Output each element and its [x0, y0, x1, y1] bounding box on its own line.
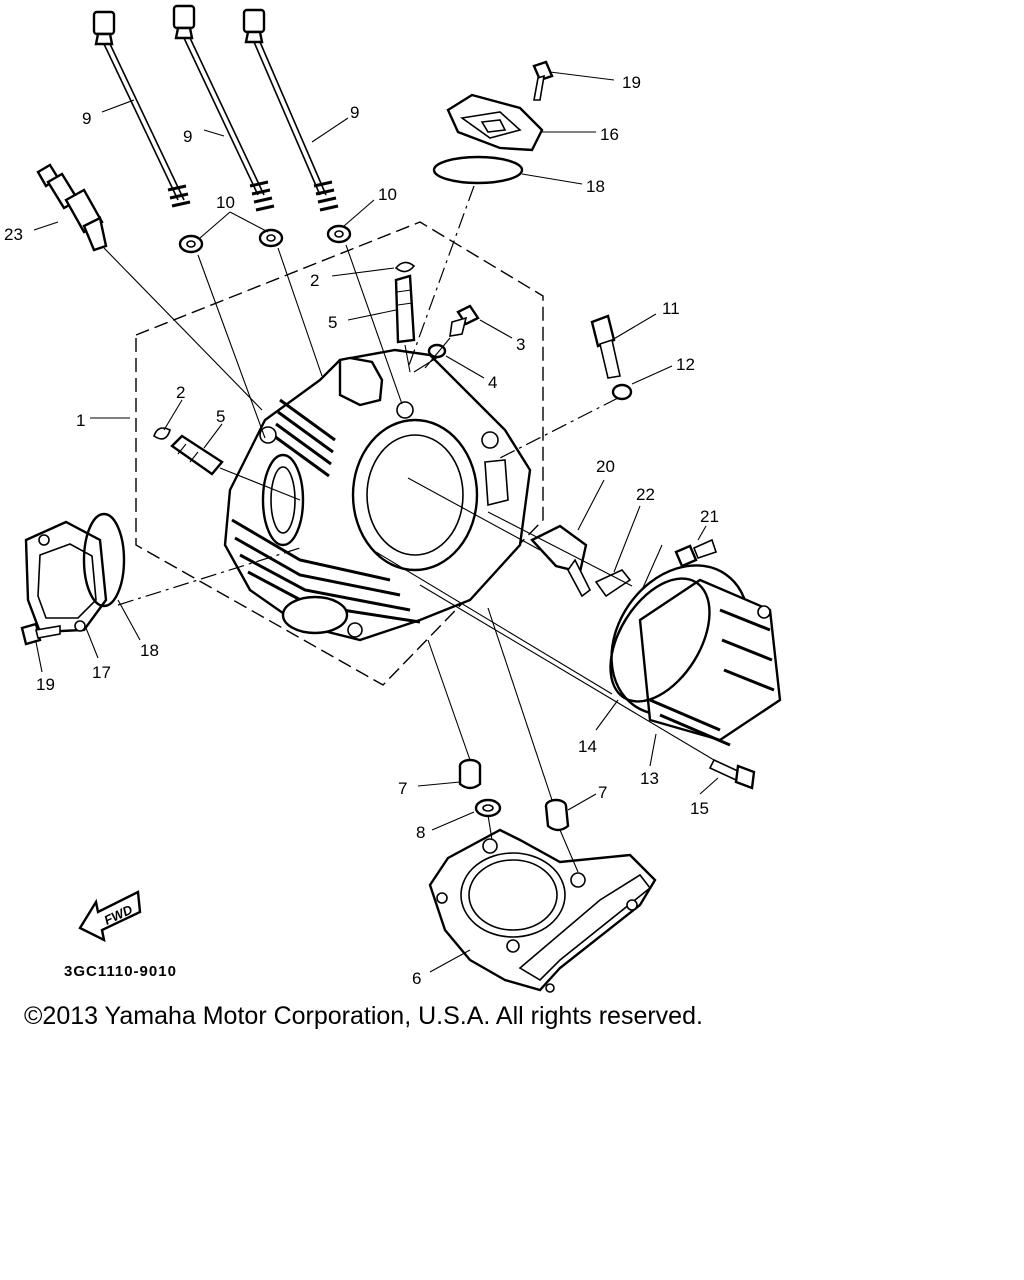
side-cover-17	[24, 520, 108, 634]
cylinder-head	[223, 348, 532, 642]
callout-10-right: 10	[378, 185, 397, 204]
stud-bolt-left	[92, 10, 191, 208]
callout-5-top: 5	[328, 313, 337, 332]
callout-19-left: 19	[36, 675, 55, 694]
stud-bolt-right	[242, 8, 339, 212]
o-ring-18-left	[82, 512, 126, 608]
stud-bolt-middle	[172, 4, 275, 212]
copyright-notice: ©2013 Yamaha Motor Corporation, U.S.A. A…	[24, 1002, 703, 1030]
dowel-7-right	[544, 798, 570, 832]
callout-7-left: 7	[398, 779, 407, 798]
callout-6: 6	[412, 969, 421, 988]
forward-arrow-icon: FWD	[78, 890, 142, 943]
clip-2-top	[394, 261, 416, 273]
tappet-cover-top	[446, 93, 544, 152]
callout-9-left: 9	[82, 109, 91, 128]
bolt-19-top	[532, 60, 554, 101]
callout-18-top: 18	[586, 177, 605, 196]
drawing-code: 3GC1110-9010	[64, 963, 177, 980]
plate-22	[594, 569, 632, 598]
callout-13: 13	[640, 769, 659, 788]
bolt-19-left	[20, 622, 61, 646]
valve-guide-5-top	[394, 274, 416, 344]
callout-23: 23	[4, 225, 23, 244]
bolt-21	[674, 538, 718, 568]
bolt-3	[449, 304, 480, 337]
callout-9-middle: 9	[183, 127, 192, 146]
callout-2-left: 2	[176, 383, 185, 402]
callout-14: 14	[578, 737, 597, 756]
washer-10-middle	[258, 228, 284, 248]
callout-5-left: 5	[216, 407, 225, 426]
spark-plug	[36, 163, 108, 252]
bolt-15	[708, 758, 756, 790]
dowel-7-left	[458, 758, 482, 790]
valve-guide-5-left	[170, 434, 224, 476]
washer-12	[611, 383, 633, 401]
washer-8	[474, 798, 502, 818]
callout-21: 21	[700, 507, 719, 526]
callout-8: 8	[416, 823, 425, 842]
callout-19-top: 19	[622, 73, 641, 92]
tensioner-20	[530, 524, 592, 598]
callout-22: 22	[636, 485, 655, 504]
o-ring-18-top	[432, 155, 524, 185]
valve-cover-13	[610, 564, 782, 747]
callout-1: 1	[76, 411, 85, 430]
bolt-11	[590, 314, 621, 379]
callout-10-left: 10	[216, 193, 235, 212]
callout-20: 20	[596, 457, 615, 476]
callout-3: 3	[516, 335, 525, 354]
o-ring-14-side	[609, 577, 711, 703]
clip-2-left	[153, 427, 171, 440]
washer-10-right	[326, 224, 352, 244]
callout-18-left: 18	[140, 641, 159, 660]
callout-4: 4	[488, 373, 497, 392]
callout-2-top: 2	[310, 271, 319, 290]
exploded-parts-diagram: FWD	[4, 4, 782, 993]
cylinder-head-gasket	[428, 828, 657, 993]
assembly-boundary	[135, 221, 544, 686]
projection-lines	[103, 185, 715, 873]
callout-leaders	[33, 71, 719, 973]
callout-16: 16	[600, 125, 619, 144]
callout-15: 15	[690, 799, 709, 818]
callout-labels: 9 9 9 10 10 19 16 18 23 2 5 3 4 11 12 1 …	[4, 73, 719, 988]
callout-9-right: 9	[350, 103, 359, 122]
washer-10-left	[178, 234, 204, 254]
callout-17: 17	[92, 663, 111, 682]
callout-7-right: 7	[598, 783, 607, 802]
callout-12: 12	[676, 355, 695, 374]
callout-11: 11	[662, 299, 680, 318]
